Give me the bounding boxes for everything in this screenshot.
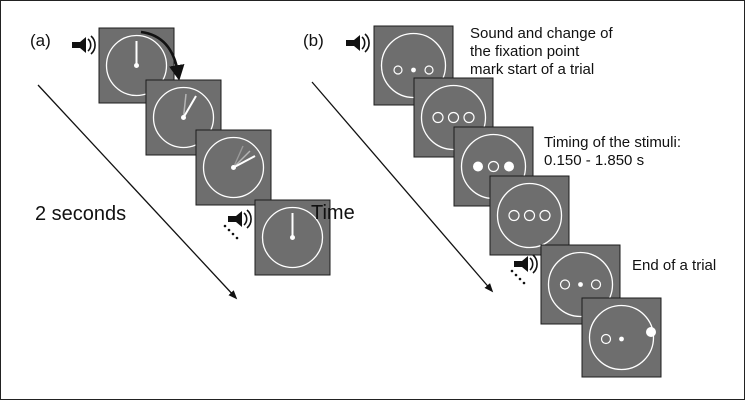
clock-center	[181, 115, 186, 120]
clock-hand-icon	[182, 95, 197, 119]
annotation-end: End of a trial	[632, 257, 716, 274]
stimulus-circle-icon	[424, 65, 434, 75]
clock-center	[290, 235, 295, 240]
clock-hand-trail	[232, 145, 244, 168]
speaker-icon	[345, 33, 370, 53]
clock-hand-icon	[233, 155, 256, 169]
stimulus-circle-icon	[463, 111, 475, 124]
stimulus-filled-icon	[646, 327, 656, 337]
stimulus-circle-icon	[508, 209, 520, 222]
clock-face	[202, 136, 265, 199]
speaker-icon	[227, 209, 252, 229]
stimulus-circle-icon	[487, 160, 500, 173]
stimulus-circle-icon	[432, 111, 444, 124]
stimulus-filled-icon	[473, 161, 483, 172]
stimulus-circle-icon	[600, 333, 612, 345]
duration-label: 2 seconds	[35, 203, 126, 225]
trial-frame-6	[581, 297, 662, 378]
time-arrow-b	[311, 81, 494, 293]
speaker-icon	[71, 35, 96, 55]
clock-frame-4	[254, 199, 331, 276]
panel-a-label: (a)	[30, 31, 51, 50]
fixation-dot-icon	[578, 282, 583, 287]
clock-face	[152, 86, 215, 149]
annotation-timing-line-2: 0.150 - 1.850 s	[544, 152, 644, 169]
speaker-dots	[510, 269, 526, 285]
clock-hand-trail	[233, 150, 251, 168]
clock-frame-3	[195, 129, 272, 206]
fixation-dot-icon	[619, 336, 624, 342]
clock-face	[105, 34, 168, 97]
fixation-dot-icon	[411, 67, 416, 73]
stimulus-circle-icon	[447, 111, 460, 124]
speaker-dots	[223, 224, 239, 240]
annotation-start-line-2: the fixation point	[470, 43, 580, 60]
time-label: Time	[311, 202, 355, 224]
annotation-start-line-3: mark start of a trial	[470, 61, 594, 78]
stimulus-circle-icon	[393, 65, 403, 75]
stimulus-circle-icon	[559, 279, 571, 290]
panel-b-label: (b)	[303, 31, 324, 50]
clock-hand-trail	[182, 93, 187, 118]
annotation-timing-line-1: Timing of the stimuli:	[544, 134, 681, 151]
curved-arrow-icon	[140, 30, 185, 81]
stimulus-circle-icon	[539, 209, 551, 222]
clock-face	[261, 206, 324, 269]
clock-center	[231, 165, 236, 170]
trial-frame-4	[489, 175, 570, 256]
annotation-start-line-1: Sound and change of	[470, 25, 613, 42]
clock-center	[134, 63, 139, 68]
time-arrow-a	[37, 84, 238, 300]
stimulus-filled-icon	[504, 161, 514, 172]
stimulus-circle-icon	[590, 279, 602, 290]
stimulus-circle-icon	[523, 209, 536, 222]
speaker-icon	[513, 254, 538, 274]
